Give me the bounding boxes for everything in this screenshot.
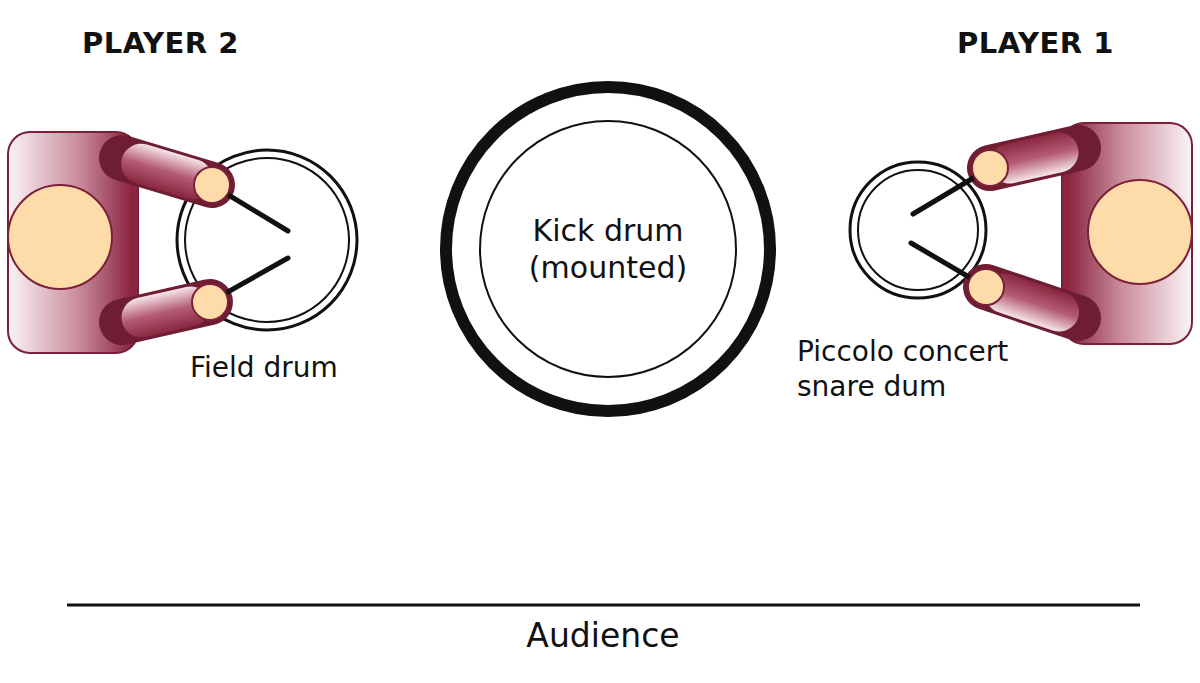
player-head	[8, 185, 112, 289]
player-hand	[192, 284, 228, 320]
drum-label: Piccolo concert snare dum	[797, 334, 1057, 404]
player-label: PLAYER 1	[957, 26, 1114, 60]
stage-edge-line	[67, 604, 1140, 607]
player-figure: PLAYER 2	[0, 118, 240, 368]
drum-head	[185, 158, 349, 322]
drum-rim	[850, 162, 986, 298]
drum-head	[858, 170, 978, 290]
node-outline	[960, 110, 1200, 360]
player-hand	[972, 150, 1008, 186]
player-hand	[194, 167, 230, 203]
drum-label: Field drum	[190, 350, 390, 385]
drum-rim	[177, 150, 357, 330]
node-outline	[0, 118, 240, 368]
player-hand	[968, 269, 1004, 305]
kick-drum: Kick drum (mounted)	[440, 81, 776, 417]
player-head	[1088, 180, 1192, 284]
audience-label: Audience	[526, 616, 679, 655]
kick-rim	[446, 87, 770, 411]
node-outline	[440, 81, 776, 417]
player-label: PLAYER 2	[82, 26, 239, 60]
kick-head	[480, 121, 736, 377]
drum-label: Kick drum (mounted)	[493, 212, 723, 287]
player-figure: PLAYER 1	[960, 110, 1200, 360]
